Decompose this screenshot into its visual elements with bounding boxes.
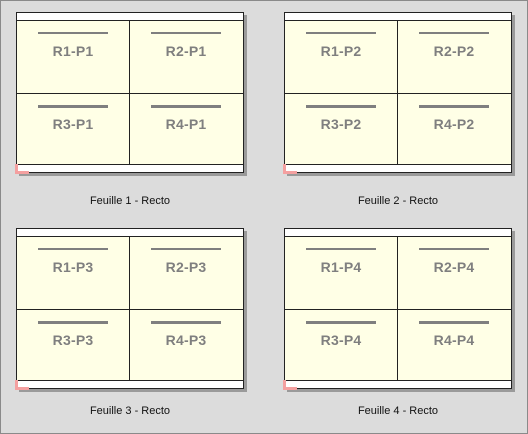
page-cell-label: R2-P1	[165, 43, 207, 59]
sheet-bottom-band	[285, 164, 511, 172]
grid-divider-horizontal	[17, 309, 243, 310]
grid-divider-vertical	[397, 21, 398, 164]
page-header-bar	[151, 248, 221, 250]
page-header-bar	[151, 105, 221, 108]
sheet-caption: Feuille 2 - Recto	[357, 195, 439, 207]
sheet-bottom-band	[17, 164, 243, 172]
page-header-bar	[306, 248, 376, 250]
page-cell-r1: R1-P3	[17, 237, 129, 309]
sheet-top-band	[17, 229, 243, 237]
page-cell-r2: R2-P1	[130, 21, 242, 93]
page-header-bar	[306, 105, 376, 108]
grid-divider-horizontal	[17, 93, 243, 94]
page-cell-label: R2-P3	[165, 259, 207, 275]
page-cell-label: R2-P4	[433, 259, 475, 275]
imposition-grid: R1-P1 R2-P1 R3-P1 R4-P1	[17, 21, 243, 164]
sheet-page: R1-P3 R2-P3 R3-P3 R4-P3	[15, 228, 244, 390]
page-cell-label: R1-P3	[52, 259, 94, 275]
sheet-caption: Feuille 1 - Recto	[89, 195, 171, 207]
grid-divider-horizontal	[285, 93, 511, 94]
imposition-grid: R1-P3 R2-P3 R3-P3 R4-P3	[17, 237, 243, 380]
page-cell-r3: R3-P1	[17, 94, 129, 166]
sheet-bottom-band	[285, 380, 511, 388]
page-cell-r3: R3-P2	[285, 94, 397, 166]
grid-divider-vertical	[129, 237, 130, 380]
sheet-top-band	[17, 13, 243, 21]
page-cell-label: R1-P4	[320, 259, 362, 275]
sheet-top-band	[285, 13, 511, 21]
page-cell-r4: R4-P2	[398, 94, 510, 166]
page-cell-label: R4-P1	[165, 116, 207, 132]
page-cell-r2: R2-P4	[398, 237, 510, 309]
page-cell-r2: R2-P3	[130, 237, 242, 309]
page-header-bar	[306, 321, 376, 324]
corner-mark-icon	[15, 164, 29, 174]
page-cell-r3: R3-P3	[17, 310, 129, 382]
page-cell-label: R2-P2	[433, 43, 475, 59]
page-cell-r2: R2-P2	[398, 21, 510, 93]
sheet-page: R1-P2 R2-P2 R3-P2 R4-P2	[283, 12, 512, 174]
page-header-bar	[38, 248, 108, 250]
page-cell-label: R1-P2	[320, 43, 362, 59]
page-header-bar	[151, 321, 221, 324]
sheet-bottom-band	[17, 380, 243, 388]
sheet-caption: Feuille 4 - Recto	[357, 405, 439, 417]
grid-divider-vertical	[129, 21, 130, 164]
page-cell-r3: R3-P4	[285, 310, 397, 382]
page-cell-label: R3-P2	[320, 116, 362, 132]
imposition-grid: R1-P4 R2-P4 R3-P4 R4-P4	[285, 237, 511, 380]
page-cell-label: R3-P4	[320, 332, 362, 348]
page-cell-label: R3-P3	[52, 332, 94, 348]
page-cell-label: R4-P2	[433, 116, 475, 132]
page-header-bar	[306, 32, 376, 34]
page-header-bar	[419, 32, 489, 34]
page-cell-r1: R1-P2	[285, 21, 397, 93]
page-header-bar	[151, 32, 221, 34]
page-cell-r4: R4-P1	[130, 94, 242, 166]
page-header-bar	[38, 105, 108, 108]
imposition-grid: R1-P2 R2-P2 R3-P2 R4-P2	[285, 21, 511, 164]
corner-mark-icon	[15, 380, 29, 390]
page-cell-r4: R4-P4	[398, 310, 510, 382]
page-header-bar	[38, 32, 108, 34]
sheet-page: R1-P1 R2-P1 R3-P1 R4-P1	[15, 12, 244, 174]
page-cell-label: R3-P1	[52, 116, 94, 132]
page-cell-r1: R1-P1	[17, 21, 129, 93]
page-cell-r1: R1-P4	[285, 237, 397, 309]
page-cell-label: R4-P4	[433, 332, 475, 348]
page-header-bar	[419, 321, 489, 324]
page-header-bar	[38, 321, 108, 324]
grid-divider-horizontal	[285, 309, 511, 310]
page-cell-r4: R4-P3	[130, 310, 242, 382]
page-cell-label: R4-P3	[165, 332, 207, 348]
sheet-caption: Feuille 3 - Recto	[89, 405, 171, 417]
sheet-top-band	[285, 229, 511, 237]
page-cell-label: R1-P1	[52, 43, 94, 59]
corner-mark-icon	[283, 380, 297, 390]
sheet-page: R1-P4 R2-P4 R3-P4 R4-P4	[283, 228, 512, 390]
grid-divider-vertical	[397, 237, 398, 380]
page-header-bar	[419, 248, 489, 250]
corner-mark-icon	[283, 164, 297, 174]
page-header-bar	[419, 105, 489, 108]
